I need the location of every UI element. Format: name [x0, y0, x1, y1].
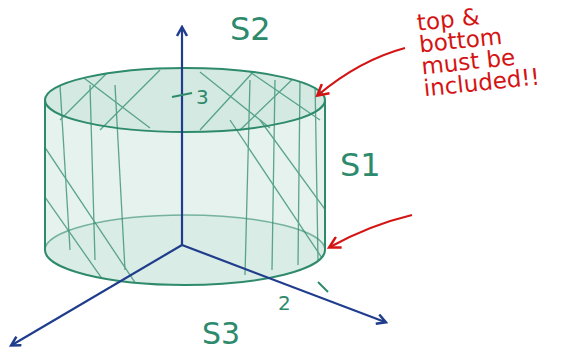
annotation-note: top & bottom must be included!! — [414, 0, 572, 101]
dimension-label: 3 — [194, 86, 211, 108]
surface-label: S1 — [338, 148, 383, 182]
dimension-label: 2 — [276, 292, 293, 314]
surface-label: S2 — [228, 12, 273, 46]
surface-label: S3 — [200, 318, 242, 350]
